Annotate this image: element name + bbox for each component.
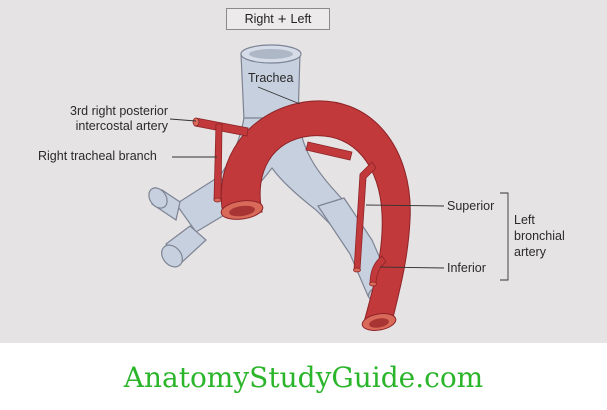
label-inferior: Inferior bbox=[447, 261, 486, 275]
label-right-tracheal-branch: Right tracheal branch bbox=[38, 149, 157, 163]
right-lower-bronchus-opening bbox=[161, 244, 183, 268]
label-left-bronchial-line3: artery bbox=[514, 245, 546, 259]
label-posterior-intercostal-line1: 3rd right posterior bbox=[70, 104, 168, 118]
trachea-leader bbox=[257, 86, 301, 105]
right-upper-bronchus-opening bbox=[148, 187, 168, 209]
leader-lines bbox=[169, 86, 509, 281]
label-posterior-intercostal-line2: intercostal artery bbox=[75, 119, 168, 133]
anatomy-illustration bbox=[148, 44, 509, 331]
small-arteries bbox=[192, 117, 387, 287]
orientation-indicator: Right + Left bbox=[226, 8, 330, 30]
left-bronchial-bracket bbox=[500, 192, 509, 281]
right-tracheal-branch-vessel bbox=[213, 123, 223, 201]
inferior-leader bbox=[379, 266, 445, 269]
label-left-bronchial-line1: Left bbox=[514, 213, 535, 227]
orientation-left: Left bbox=[290, 12, 312, 26]
aortic-arch bbox=[220, 100, 411, 331]
site-watermark: AnatomyStudyGuide.com bbox=[123, 361, 484, 394]
label-trachea: Trachea bbox=[248, 71, 294, 85]
diagram-figure: Right + Left Trachea 3rd right posterior… bbox=[0, 0, 607, 343]
intercostal-leader bbox=[169, 118, 197, 122]
orientation-cross-icon: + bbox=[277, 10, 287, 28]
superior-leader bbox=[365, 204, 445, 207]
bronchial-cross-branch bbox=[305, 141, 353, 161]
orientation-right: Right bbox=[244, 12, 274, 26]
label-left-bronchial-line2: bronchial bbox=[514, 229, 565, 243]
label-superior: Superior bbox=[447, 199, 495, 213]
